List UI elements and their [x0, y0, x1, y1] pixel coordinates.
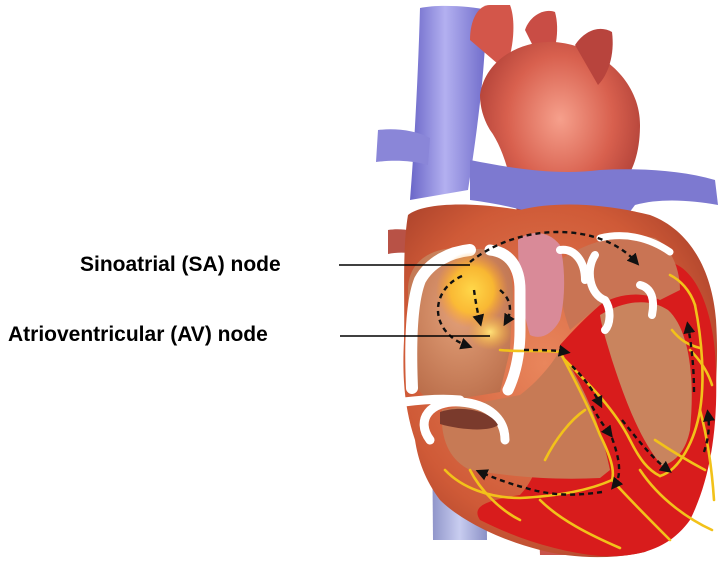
av-node-glow	[468, 314, 512, 350]
sa-node-label: Sinoatrial (SA) node	[80, 254, 281, 275]
av-node-label: Atrioventricular (AV) node	[8, 324, 268, 345]
pulmonary-vein-left	[376, 129, 430, 165]
